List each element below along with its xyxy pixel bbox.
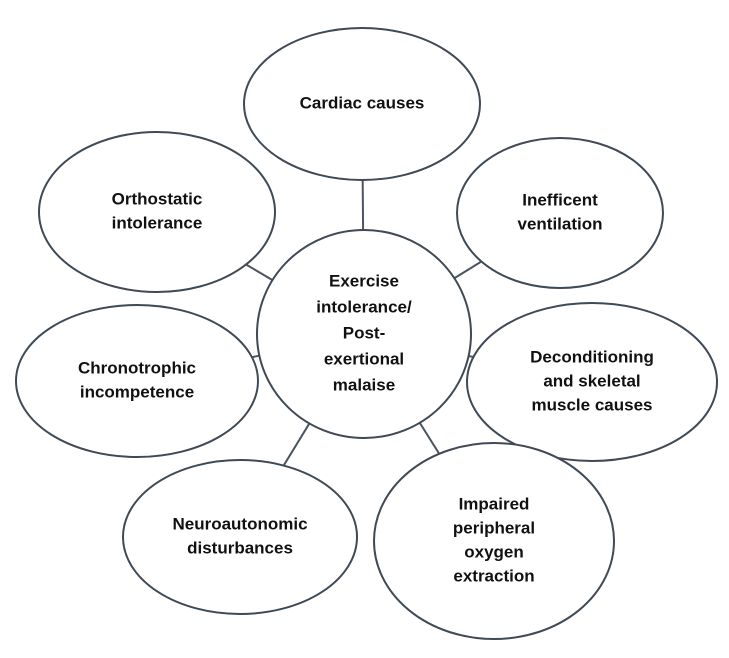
- node-deconditioning-skeletal-muscle: Deconditioning and skeletal muscle causes: [466, 302, 718, 462]
- node-chronotrophic-incompetence-ellipse: [15, 304, 259, 458]
- connector-orthostatic-intolerance: [245, 263, 274, 281]
- node-center-label-line: intolerance/: [316, 297, 412, 316]
- node-impaired-peripheral-oxygen-extraction-label-line: Impaired: [459, 494, 530, 513]
- node-impaired-peripheral-oxygen-extraction-ellipse: [373, 442, 615, 640]
- connectors: [245, 179, 482, 467]
- node-deconditioning-skeletal-muscle-label-line: muscle causes: [532, 395, 653, 414]
- node-deconditioning-skeletal-muscle-label-line: Deconditioning: [530, 347, 654, 366]
- node-chronotrophic-incompetence-label-line: Chronotrophic: [78, 358, 196, 377]
- node-impaired-peripheral-oxygen-extraction: Impaired peripheral oxygen extraction: [373, 442, 615, 640]
- node-chronotrophic-incompetence-label-line: incompetence: [80, 382, 194, 401]
- node-center-ellipse: [256, 229, 472, 439]
- node-neuroautonomic-disturbances-label-line: disturbances: [187, 538, 293, 557]
- node-impaired-peripheral-oxygen-extraction-label-line: oxygen: [464, 542, 524, 561]
- node-inefficient-ventilation-label-line: Inefficent: [522, 190, 598, 209]
- node-cardiac-causes-label-line: Cardiac causes: [300, 93, 425, 112]
- node-neuroautonomic-disturbances: Neuroautonomic disturbances: [122, 459, 358, 615]
- connector-inefficient-ventilation: [453, 260, 482, 280]
- node-orthostatic-intolerance-label-line: intolerance: [112, 213, 203, 232]
- node-neuroautonomic-disturbances-ellipse: [122, 459, 358, 615]
- connector-neuroautonomic-disturbances: [282, 422, 311, 467]
- node-neuroautonomic-disturbances-label-line: Neuroautonomic: [172, 514, 307, 533]
- node-impaired-peripheral-oxygen-extraction-label-line: extraction: [453, 566, 534, 585]
- node-center-label-line: exertional: [324, 349, 404, 368]
- node-center: Exercise intolerance/Post-exertional malai…: [256, 229, 472, 439]
- node-cardiac-causes-ellipse: [243, 27, 481, 181]
- node-center-label-line: Exercise: [329, 271, 399, 290]
- node-orthostatic-intolerance-ellipse: [38, 131, 276, 293]
- node-center-label-line: malaise: [333, 375, 395, 394]
- node-impaired-peripheral-oxygen-extraction-label-line: peripheral: [453, 518, 535, 537]
- node-orthostatic-intolerance: Orthostatic intolerance: [38, 131, 276, 293]
- node-orthostatic-intolerance-label-line: Orthostatic: [112, 189, 203, 208]
- connector-impaired-peripheral-oxygen-extraction: [418, 422, 441, 455]
- node-cardiac-causes: Cardiac causes: [243, 27, 481, 181]
- node-deconditioning-skeletal-muscle-label-line: and skeletal: [543, 371, 640, 390]
- connector-chronotrophic-incompetence: [251, 354, 260, 359]
- node-inefficient-ventilation: Inefficent ventilation: [456, 137, 664, 289]
- node-inefficient-ventilation-label-line: ventilation: [517, 214, 602, 233]
- node-inefficient-ventilation-ellipse: [456, 137, 664, 289]
- node-deconditioning-skeletal-muscle-ellipse: [466, 302, 718, 462]
- node-center-label-line: Post-: [343, 323, 386, 342]
- node-chronotrophic-incompetence: Chronotrophic incompetence: [15, 304, 259, 458]
